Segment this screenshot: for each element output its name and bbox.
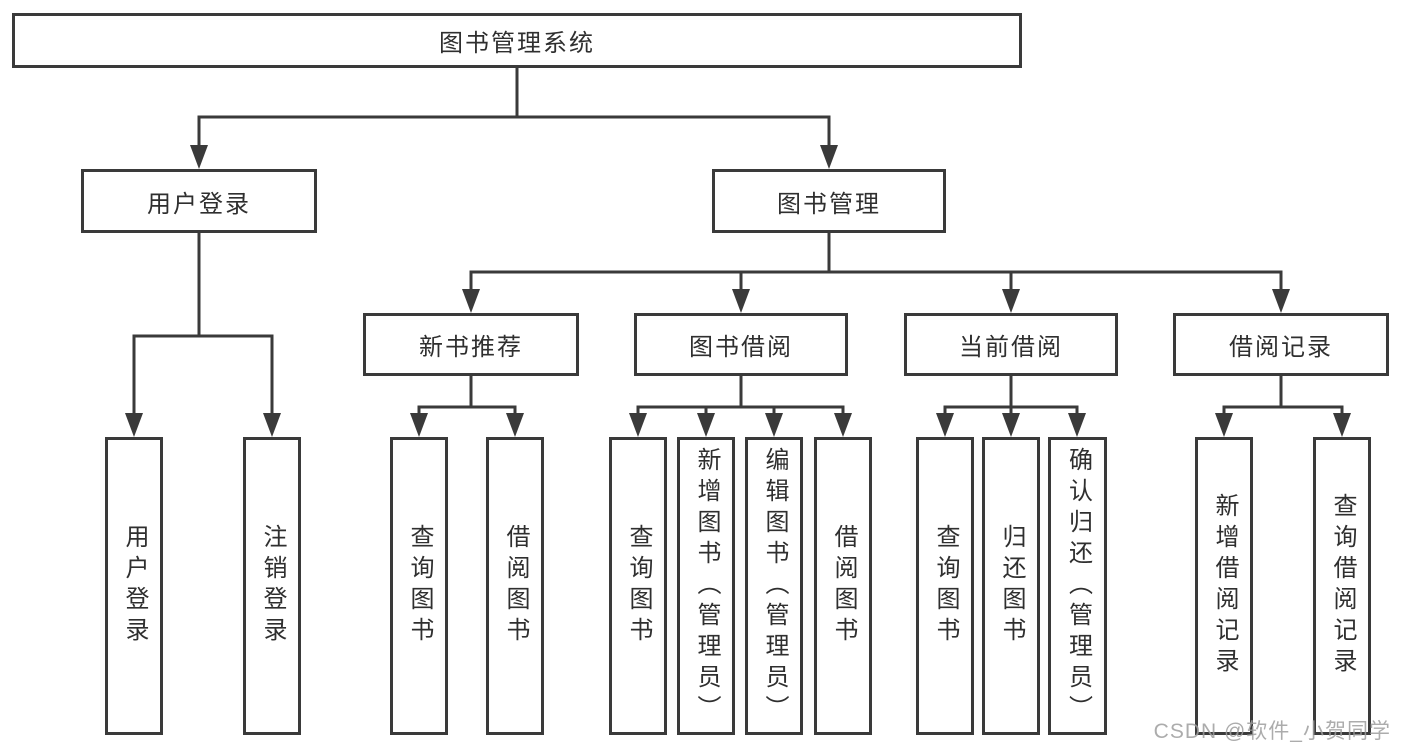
node-book-borrow-label: 图书借阅 (689, 334, 793, 361)
connector-book-borrow-to-leaves (629, 376, 852, 437)
node-book-management-label: 图书管理 (777, 190, 881, 218)
leaf-logout-label: 注销登录 (259, 524, 286, 648)
node-new-book-recommend: 新书推荐 (363, 313, 579, 376)
leaf-query-books-borrow-label: 查询图书 (625, 524, 652, 648)
leaf-borrow-books: 借阅图书 (814, 437, 872, 735)
connector-book-management-to-level3 (462, 233, 1290, 313)
leaf-borrow-books-recommend: 借阅图书 (486, 437, 544, 735)
leaf-user-login-label: 用户登录 (121, 524, 148, 648)
connector-root-to-level2 (190, 68, 838, 169)
leaf-query-books-current-label: 查询图书 (932, 524, 959, 648)
connector-user-login-to-leaves (125, 233, 281, 437)
leaf-add-borrow-record: 新增借阅记录 (1195, 437, 1253, 735)
node-borrow-records-label: 借阅记录 (1229, 334, 1333, 361)
leaf-add-book-admin: 新增图书（管理员） (677, 437, 735, 735)
leaf-query-borrow-record-label: 查询借阅记录 (1329, 493, 1356, 679)
leaf-query-books-borrow: 查询图书 (609, 437, 667, 735)
leaf-edit-book-admin-label: 编辑图书（管理员） (761, 446, 788, 726)
leaf-borrow-books-recommend-label: 借阅图书 (502, 524, 529, 648)
leaf-add-borrow-record-label: 新增借阅记录 (1211, 493, 1238, 679)
leaf-user-login: 用户登录 (105, 437, 163, 735)
leaf-query-borrow-record: 查询借阅记录 (1313, 437, 1371, 735)
leaf-confirm-return-admin: 确认归还（管理员） (1048, 437, 1107, 735)
leaf-edit-book-admin: 编辑图书（管理员） (745, 437, 803, 735)
node-book-borrow: 图书借阅 (634, 313, 848, 376)
leaf-return-book-label: 归还图书 (998, 524, 1025, 648)
node-root: 图书管理系统 (12, 13, 1022, 68)
connector-new-book-recommend-to-leaves (410, 376, 524, 437)
leaf-confirm-return-admin-label: 确认归还（管理员） (1064, 446, 1092, 726)
node-root-label: 图书管理系统 (439, 30, 595, 57)
node-new-book-recommend-label: 新书推荐 (419, 334, 523, 361)
leaf-logout: 注销登录 (243, 437, 301, 735)
csdn-watermark: CSDN @软件_小贺同学 (1153, 720, 1391, 743)
node-current-borrow-label: 当前借阅 (959, 334, 1063, 361)
connector-current-borrow-to-leaves (936, 376, 1086, 437)
leaf-return-book: 归还图书 (982, 437, 1040, 735)
leaf-add-book-admin-label: 新增图书（管理员） (693, 446, 720, 726)
leaf-query-books-current: 查询图书 (916, 437, 974, 735)
connector-borrow-records-to-leaves (1215, 376, 1351, 437)
leaf-query-books-recommend: 查询图书 (390, 437, 448, 735)
node-current-borrow: 当前借阅 (904, 313, 1118, 376)
leaf-borrow-books-label: 借阅图书 (830, 524, 857, 648)
node-user-login-label: 用户登录 (147, 190, 251, 218)
node-book-management: 图书管理 (712, 169, 946, 233)
leaf-query-books-recommend-label: 查询图书 (406, 524, 433, 648)
node-borrow-records: 借阅记录 (1173, 313, 1389, 376)
node-user-login: 用户登录 (81, 169, 317, 233)
